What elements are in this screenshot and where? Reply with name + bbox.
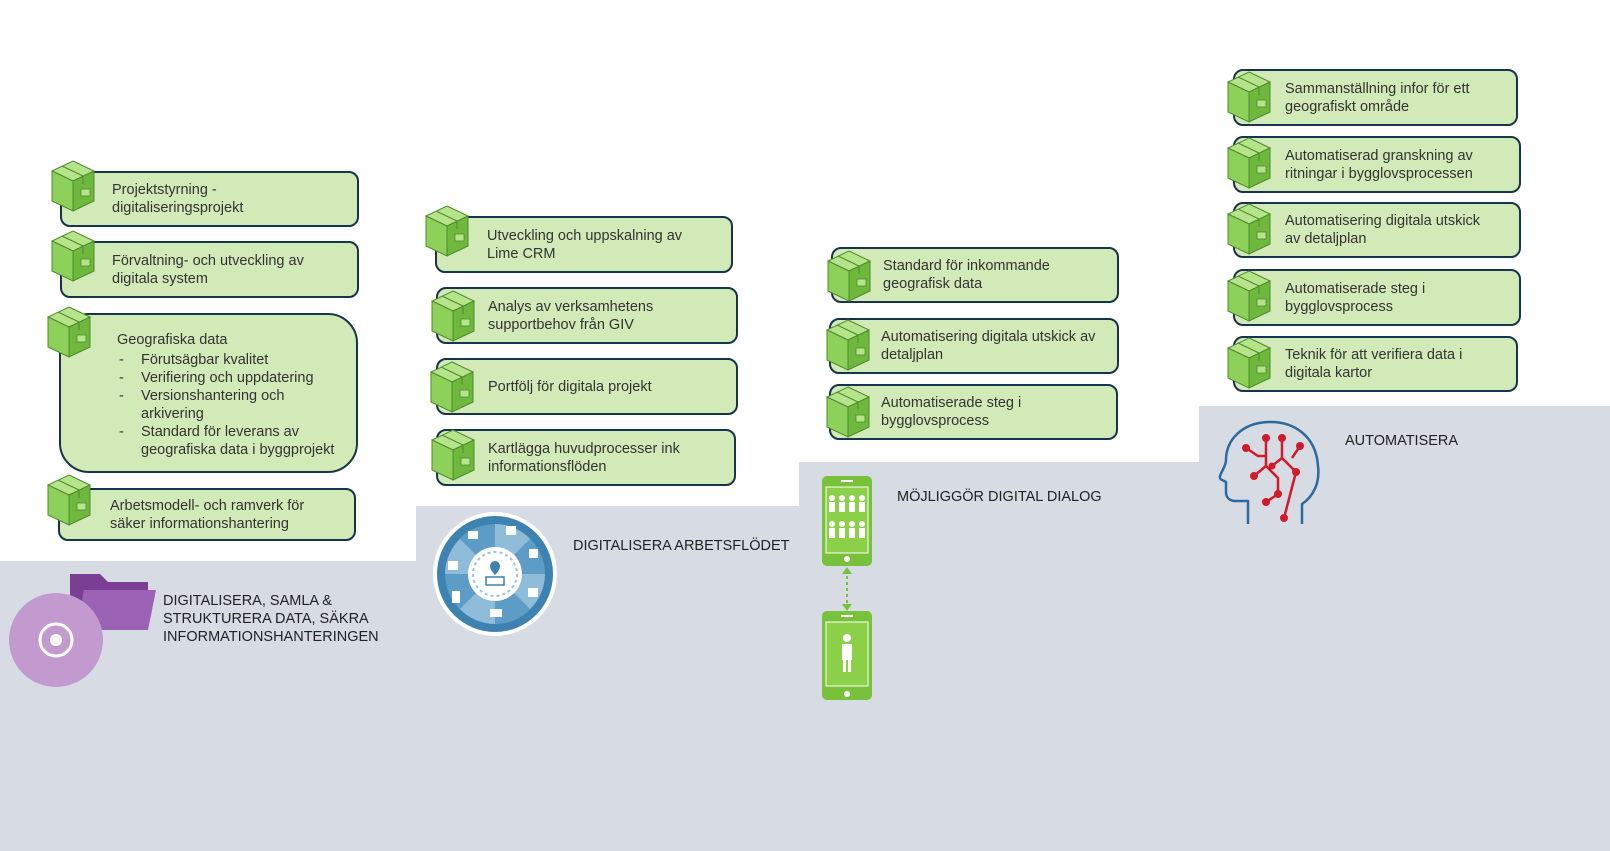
- card-sammanstallning: Sammanställning infor för ett geografisk…: [1233, 69, 1518, 126]
- card-automatisering-utskick: Automatisering digitala utskick av detal…: [829, 318, 1119, 374]
- geo-card-title: Geografiska data: [117, 332, 228, 348]
- stage-label-3: MÖJLIGGÖR DIGITAL DIALOG: [897, 489, 1102, 505]
- card-projektstyrning: Projektstyrning - digitaliseringsprojekt: [60, 171, 359, 227]
- card-analys-supportbehov: Analys av verksamhetens supportbehov frå…: [436, 287, 738, 344]
- card-label: Portfölj för digitala projekt: [488, 378, 652, 395]
- card-utskick-detaljplan: Automatisering digitala utskick av detal…: [1233, 202, 1521, 258]
- box-icon: [47, 474, 91, 526]
- bullet-item: Standard för leverans av geografiska dat…: [117, 423, 334, 459]
- box-icon: [1227, 337, 1271, 389]
- card-label: Sammanställning infor för ett geografisk…: [1285, 80, 1470, 115]
- box-icon: [431, 290, 475, 342]
- box-icon: [425, 205, 469, 257]
- card-label: Automatiserad granskning av ritningar i …: [1285, 147, 1473, 182]
- card-label: Utveckling och uppskalning av Lime CRM: [487, 227, 683, 262]
- phone-dialog-icon: [822, 476, 872, 700]
- step-4-background: [1199, 406, 1610, 851]
- card-forvaltning: Förvaltning- och utveckling av digitala …: [60, 241, 359, 298]
- geo-card-bullets: Förutsägbar kvalitet Verifiering och upp…: [117, 351, 334, 459]
- box-icon: [827, 250, 871, 302]
- box-icon: [1227, 270, 1271, 322]
- card-portfolj: Portfölj för digitala projekt: [436, 358, 738, 415]
- card-label: Automatiserade steg i bygglovsprocess: [881, 395, 1022, 429]
- stage-label-2: DIGITALISERA ARBETSFLÖDET: [573, 538, 790, 554]
- card-label: Automatisering digitala utskick av detal…: [1285, 213, 1481, 247]
- card-automatiserade-steg: Automatiserade steg i bygglovsprocess: [829, 384, 1118, 440]
- card-label: Automatiserade steg i bygglovsprocess: [1285, 280, 1426, 315]
- workflow-wheel-icon: [433, 512, 557, 636]
- card-label: Förvaltning- och utveckling av digitala …: [112, 252, 304, 287]
- bullet-item: Verifiering och uppdatering: [117, 369, 334, 387]
- card-label: Kartlägga huvudprocesser ink information…: [488, 440, 680, 475]
- bullet-item: Versionshantering och arkivering: [117, 387, 334, 423]
- ai-head-icon: [1218, 420, 1320, 524]
- card-steg-bygglov: Automatiserade steg i bygglovsprocess: [1233, 269, 1521, 326]
- card-arbetsmodell: Arbetsmodell- och ramverk för säker info…: [58, 488, 356, 541]
- box-icon: [431, 429, 475, 481]
- card-label: Arbetsmodell- och ramverk för säker info…: [110, 497, 305, 532]
- card-granskning-ritningar: Automatiserad granskning av ritningar i …: [1233, 136, 1521, 193]
- bullet-item: Förutsägbar kvalitet: [117, 351, 334, 369]
- card-standard-inkommande: Standard för inkommande geografisk data: [831, 247, 1119, 303]
- stage-label-1: DIGITALISERA, SAMLA & STRUKTURERA DATA, …: [163, 593, 379, 645]
- card-label: Teknik för att verifiera data i digitala…: [1285, 347, 1463, 381]
- card-label: Standard för inkommande geografisk data: [883, 258, 1050, 292]
- card-lime-crm: Utveckling och uppskalning av Lime CRM: [435, 216, 733, 273]
- card-verifiera-data: Teknik för att verifiera data i digitala…: [1233, 336, 1518, 392]
- box-icon: [47, 306, 91, 358]
- card-label: Projektstyrning - digitaliseringsprojekt: [112, 182, 244, 216]
- card-geografiska-data: Geografiska data Förutsägbar kvalitet Ve…: [59, 313, 358, 473]
- card-kartlagga: Kartlägga huvudprocesser ink information…: [436, 429, 736, 486]
- box-icon: [826, 319, 870, 371]
- stage-label-4: AUTOMATISERA: [1345, 433, 1459, 449]
- box-icon: [1227, 203, 1271, 255]
- box-icon: [430, 361, 474, 413]
- box-icon: [1227, 137, 1271, 189]
- card-label: Analys av verksamhetens supportbehov frå…: [488, 298, 654, 333]
- box-icon: [1227, 71, 1271, 123]
- box-icon: [51, 160, 95, 212]
- folder-disc-icon: [9, 574, 156, 687]
- box-icon: [826, 386, 870, 438]
- card-label: Automatisering digitala utskick av detal…: [881, 329, 1096, 363]
- box-icon: [51, 230, 95, 282]
